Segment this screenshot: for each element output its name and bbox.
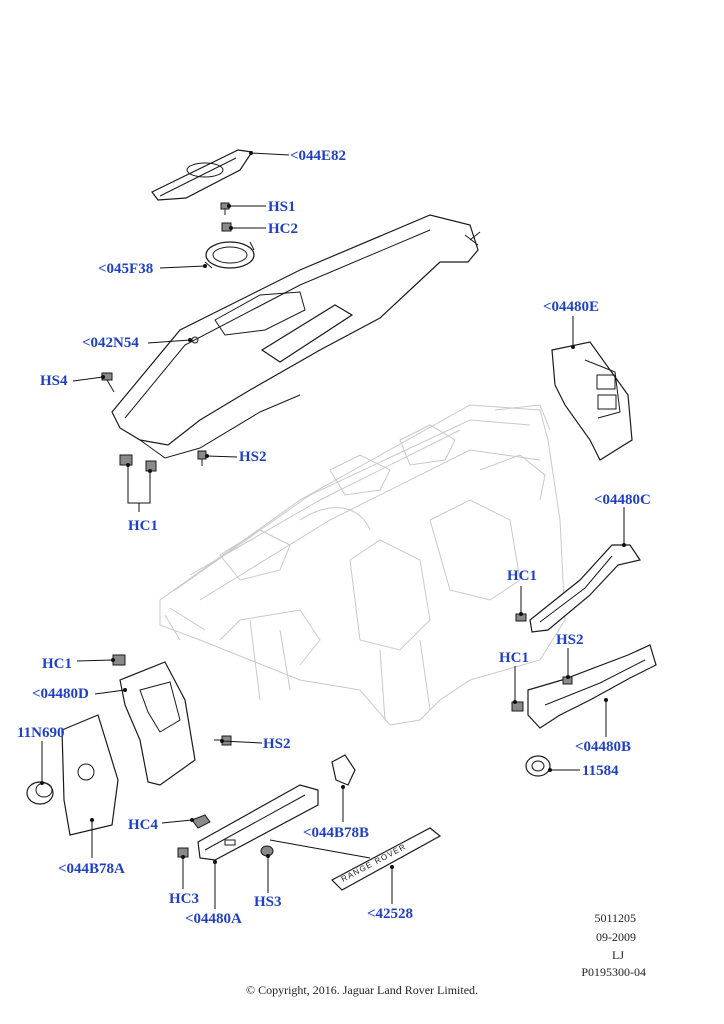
label-044B78B: <044B78B <box>303 825 370 841</box>
label-hs2-right: HS2 <box>556 632 584 648</box>
hs2-top-screw <box>197 450 207 466</box>
label-04480D: <04480D <box>32 686 89 702</box>
label-hc2: HC2 <box>268 221 298 237</box>
right-lower-trim <box>527 644 657 729</box>
drawing-initials: LJ <box>612 948 624 962</box>
copyright-notice: © Copyright, 2016. Jaguar Land Rover Lim… <box>245 983 479 997</box>
label-04480E: <04480E <box>543 299 600 315</box>
label-42528: <42528 <box>367 906 414 922</box>
drawing-date: 09-2009 <box>596 930 636 944</box>
label-044E82: <044E82 <box>290 148 347 164</box>
label-hc4: HC4 <box>128 817 158 833</box>
label-04480A: <04480A <box>185 911 242 927</box>
label-042N54: <042N54 <box>82 335 139 351</box>
label-hs4: HS4 <box>40 373 68 389</box>
label-hc1-right-upper: HC1 <box>507 568 537 584</box>
right-trim-strip <box>529 544 641 633</box>
label-04480C: <04480C <box>594 492 651 508</box>
drawing-reference: P0195300-04 <box>581 965 646 979</box>
label-11N690: 11N690 <box>17 725 65 741</box>
badge-lettering: RANGE ROVER <box>340 842 408 884</box>
drawing-code: 5011205 <box>594 911 636 925</box>
speaker-ring <box>204 241 255 269</box>
label-hs2-top: HS2 <box>239 449 267 465</box>
knob-11N690 <box>26 781 54 805</box>
label-hc1-top: HC1 <box>128 518 158 534</box>
label-04480B: <04480B <box>575 739 632 755</box>
hc1-top-clips <box>119 454 157 472</box>
lower-trim-rail <box>197 784 319 861</box>
label-hs3: HS3 <box>254 894 282 910</box>
label-hs2-left: HS2 <box>263 736 291 752</box>
label-hc1-left: HC1 <box>42 656 72 672</box>
leader-lines <box>41 152 625 909</box>
round-fitting-11584 <box>525 755 551 777</box>
hc4-clip <box>191 814 211 829</box>
left-vent-bezel <box>119 661 196 786</box>
right-vent-bezel <box>551 341 633 461</box>
label-045F38: <045F38 <box>98 261 154 277</box>
left-end-panel <box>61 714 119 836</box>
instrument-panel-top <box>111 214 481 459</box>
dashboard-background-drawing <box>159 404 566 726</box>
label-hc1-right-lower: HC1 <box>499 650 529 666</box>
label-044B78A: <044B78A <box>58 861 125 877</box>
label-hs1: HS1 <box>268 199 296 215</box>
label-hc3: HC3 <box>169 891 199 907</box>
upper-cover-panel <box>151 149 254 201</box>
label-11584: 11584 <box>582 763 619 779</box>
leader-dots <box>40 151 626 869</box>
small-bracket <box>331 754 356 786</box>
hc1-right-lower-clip <box>511 701 524 712</box>
